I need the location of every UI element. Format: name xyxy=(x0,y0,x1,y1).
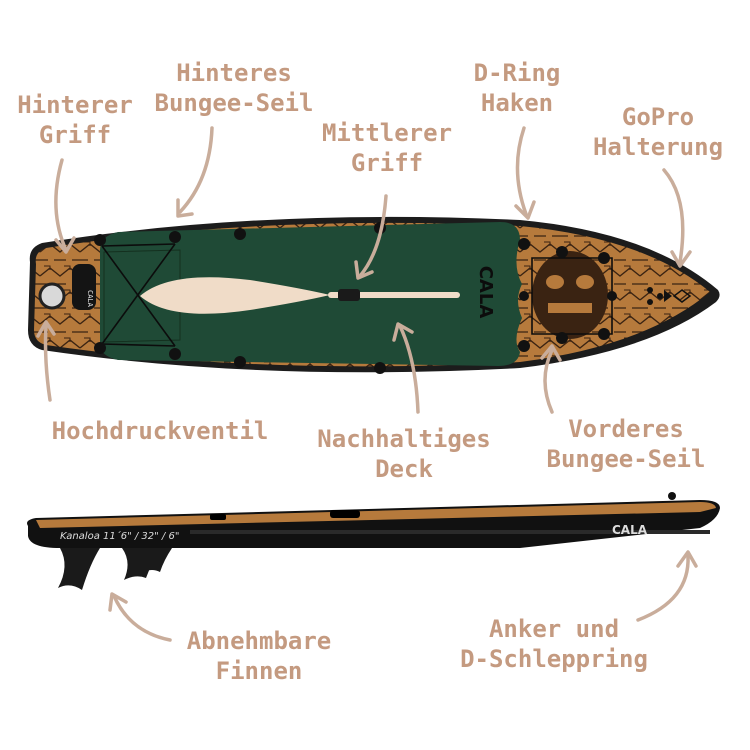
label-anchor-ring: Anker und D-Schleppring xyxy=(460,615,648,673)
arrow-rear-handle xyxy=(54,158,68,252)
arrow-rear-bungee xyxy=(178,126,214,214)
label-deck: Nachhaltiges Deck xyxy=(317,425,491,483)
deck-brand-logo: CALA xyxy=(475,266,496,319)
arrow-fins xyxy=(112,594,172,642)
label-middle-handle: Mittlerer Griff xyxy=(321,119,453,177)
label-fins: Abnehmbare Finnen xyxy=(186,627,332,685)
side-model-text: Kanaloa 11´6" / 32" / 6" xyxy=(60,530,179,542)
label-d-ring: D-Ring Haken xyxy=(473,59,561,117)
gopro-mount xyxy=(647,287,692,305)
label-rear-bungee: Hinteres Bungee-Seil xyxy=(154,59,314,117)
board-side-view: Kanaloa 11´6" / 32" / 6" CALA xyxy=(27,492,720,590)
side-handle xyxy=(330,510,360,518)
rear-logo: CALA xyxy=(86,290,94,308)
arrow-gopro xyxy=(662,168,685,264)
tiki-mask-graphic xyxy=(531,251,613,339)
label-gopro-mount: GoPro Halterung xyxy=(592,103,724,161)
label-valve: Hochdruckventil xyxy=(51,417,269,445)
arrow-valve xyxy=(43,324,52,402)
board-top-view: CALA CALA xyxy=(28,216,720,374)
arrow-deck xyxy=(398,324,420,414)
d-ring-hooks xyxy=(94,222,617,374)
high-pressure-valve xyxy=(38,282,66,310)
paddle-graphic xyxy=(140,277,460,314)
detachable-fins xyxy=(58,548,172,590)
label-rear-handle: Hinterer Griff xyxy=(17,91,133,149)
label-front-bungee: Vorderes Bungee-Seil xyxy=(546,415,706,473)
towing-d-ring xyxy=(668,492,676,500)
rear-bungee-cord xyxy=(101,243,176,347)
side-brand-logo: CALA xyxy=(612,523,648,537)
arrow-anchor xyxy=(636,554,690,622)
arrow-middle-handle xyxy=(358,194,388,278)
arrow-d-ring xyxy=(515,126,528,216)
rear-handle xyxy=(72,264,96,310)
annotation-arrows xyxy=(36,126,698,642)
arrow-front-bungee xyxy=(543,348,554,414)
